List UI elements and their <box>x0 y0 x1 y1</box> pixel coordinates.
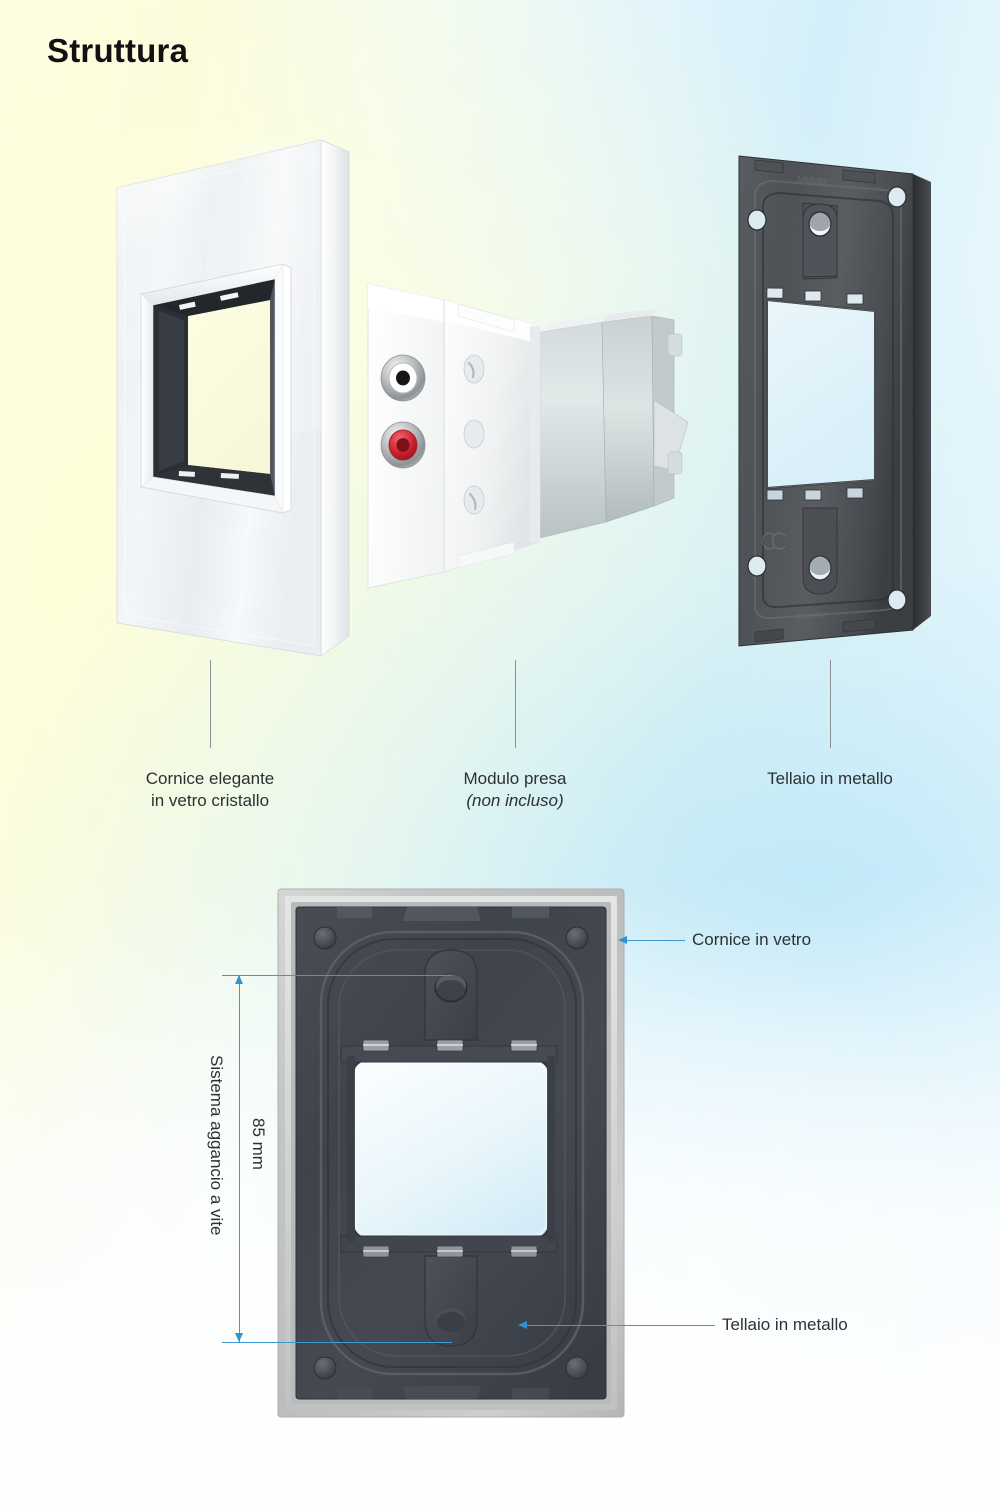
callout-arrow-metal-icon <box>518 1321 527 1329</box>
caption-socket-module-line1: Modulo presa <box>463 769 567 788</box>
svg-text:MMMM: MMMM <box>796 610 827 622</box>
ce-mark-icon <box>761 532 786 550</box>
caption-socket-module: Modulo presa (non incluso) <box>385 768 645 813</box>
caption-glass-frame-line2: in vetro cristallo <box>150 791 270 811</box>
callout-arrow-glass-icon <box>618 936 627 944</box>
svg-text:MMMM: MMMM <box>797 174 828 187</box>
caption-metal-frame-line1: Tellaio in metallo <box>767 769 893 788</box>
dimension-arrow-up-icon <box>235 975 243 984</box>
callout-line-metal <box>527 1325 715 1326</box>
product-metal-frame: MMMM MMMM <box>725 148 945 658</box>
caption-metal-frame: Tellaio in metallo <box>700 768 960 790</box>
leader-line-socket-module <box>515 660 516 748</box>
product-assembly-rear-view <box>277 888 625 1418</box>
caption-socket-module-line2: (non incluso) <box>466 791 564 811</box>
callout-label-glass: Cornice in vetro <box>692 930 812 949</box>
dimension-extension-line-top <box>222 975 452 976</box>
rca-jack-red-icon <box>380 421 426 469</box>
dimension-value: 85 mm <box>249 1118 268 1170</box>
clip-teeth-bottom-icon <box>362 1245 538 1258</box>
dimension-system-label: Sistema aggancio a vite <box>207 1055 226 1236</box>
clip-teeth-top-icon <box>362 1039 538 1052</box>
metal-frame-svg: MMMM MMMM <box>738 155 931 647</box>
glass-frame-svg <box>116 139 350 657</box>
caption-glass-frame: Cornice elegante in vetro cristallo <box>80 768 340 813</box>
leader-line-metal-frame <box>830 660 831 748</box>
socket-module-svg <box>367 283 689 589</box>
rca-jack-white-icon <box>380 354 426 402</box>
dimension-line <box>239 975 240 1342</box>
page-title: Struttura <box>47 32 189 69</box>
dimension-extension-line-bottom <box>222 1342 452 1343</box>
product-socket-module <box>362 270 692 590</box>
caption-glass-frame-line1: Cornice elegante <box>145 769 275 788</box>
dimension-arrow-down-icon <box>235 1333 243 1342</box>
product-glass-frame <box>105 128 360 673</box>
leader-line-glass-frame <box>210 660 211 748</box>
assembly-svg <box>277 888 625 1418</box>
callout-line-glass <box>627 940 685 941</box>
socket-pin-holes-icon <box>463 354 485 515</box>
callout-label-metal: Tellaio in metallo <box>722 1315 848 1334</box>
